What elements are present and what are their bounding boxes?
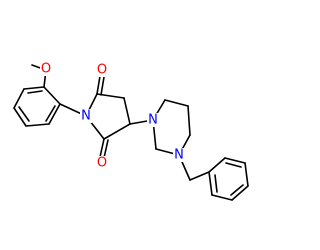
ring-bond (43, 86, 61, 105)
ring-bond (187, 105, 191, 136)
atom-o-carbonyl-top: O (96, 63, 108, 78)
succinimide-ring (85, 75, 131, 159)
ring-double-bond (27, 90, 43, 94)
structure-diagram: O N O O N N (13, 62, 249, 201)
atom-n-imide: N (80, 109, 92, 124)
carbonyl-double-bond (99, 138, 105, 158)
nitrogen-label: N (81, 109, 91, 124)
ring-bond (231, 185, 249, 201)
ch2-phenyl-bond (189, 171, 210, 181)
methoxyphenyl-ring (13, 86, 61, 127)
ring-bond (13, 88, 25, 109)
atom-n-piperazine-left: N (147, 113, 159, 128)
ring-bond (224, 157, 246, 164)
carbonyl-double-bond (103, 139, 109, 159)
ring-bond (25, 123, 50, 127)
ring-double-bond (18, 106, 30, 122)
ring-double-bond (214, 174, 218, 193)
benzyl-phenyl-ring (208, 157, 249, 201)
carbonyl-double-bond (100, 76, 105, 96)
piperazine-ring (152, 99, 191, 156)
ring-bond (13, 107, 27, 127)
atom-o-methoxy: O (40, 62, 52, 77)
ring-bond (123, 97, 131, 125)
ring-double-bond (225, 162, 242, 168)
ring-double-bond (45, 105, 56, 122)
nitrogen-label: N (174, 148, 184, 163)
ring-double-bond (230, 184, 244, 196)
ring-bond (208, 171, 213, 196)
oxygen-label: O (97, 63, 107, 78)
ring-bond (23, 86, 45, 90)
ring-bond (244, 162, 249, 187)
ring-bond (48, 103, 61, 125)
nitrogen-label: N (148, 113, 158, 128)
ring-bond (211, 194, 233, 201)
atom-o-carbonyl-bottom: O (96, 156, 108, 171)
oxygen-label: O (97, 156, 107, 171)
ring-bond (164, 99, 189, 107)
atom-n-piperazine-right: N (173, 148, 185, 163)
ring-bond (208, 157, 226, 173)
ring-bond (103, 123, 131, 140)
carbonyl-double-bond (96, 75, 101, 95)
oxygen-label: O (41, 62, 51, 77)
